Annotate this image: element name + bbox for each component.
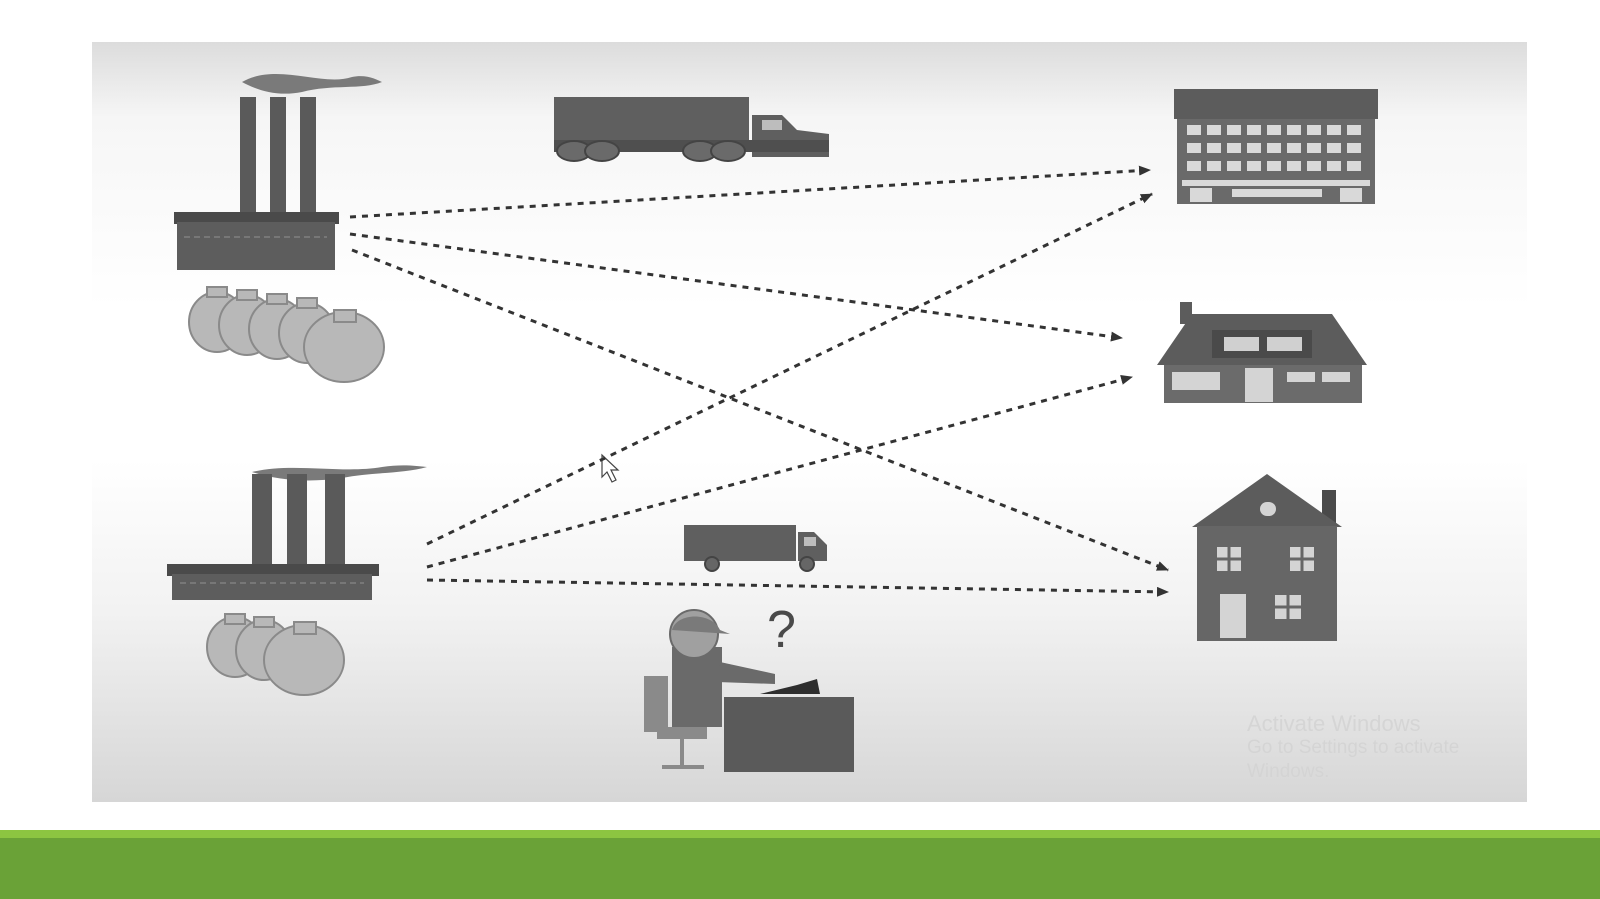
money-bags-icon	[206, 613, 345, 696]
house-icon	[1157, 302, 1367, 403]
arrows	[349, 165, 1169, 597]
watermark-line-2: Go to Settings to activate	[1247, 737, 1460, 758]
watermark-line-3: Windows.	[1247, 761, 1330, 782]
arrow-factory2-to-house	[426, 578, 1169, 597]
slide-image: ? Activate Windows Go to Settings to act…	[92, 42, 1527, 802]
watermark-line-1: Activate Windows	[1247, 711, 1421, 736]
truck-icon	[554, 97, 829, 162]
arrow-factory1-to-house	[351, 248, 1169, 572]
mouse-cursor-icon	[601, 453, 620, 483]
arrow-factory1-to-bungalow	[349, 232, 1123, 342]
factory-icon	[174, 73, 382, 270]
arrow-factory2-to-building	[426, 192, 1153, 546]
truck-icon	[684, 525, 827, 572]
arrow-factory1-to-building	[349, 165, 1151, 219]
office-building-icon	[1174, 89, 1378, 204]
supply-chain-diagram: ?	[167, 73, 1378, 772]
question-mark: ?	[767, 601, 796, 659]
person-at-desk-icon: ?	[644, 601, 854, 772]
factory-icon	[167, 465, 427, 600]
money-bags-icon	[188, 286, 385, 383]
footer-bar	[0, 830, 1600, 899]
house-icon	[1192, 474, 1342, 641]
activate-windows-watermark: Activate Windows Go to Settings to activ…	[1247, 711, 1517, 783]
arrow-factory2-to-bungalow	[426, 375, 1133, 569]
